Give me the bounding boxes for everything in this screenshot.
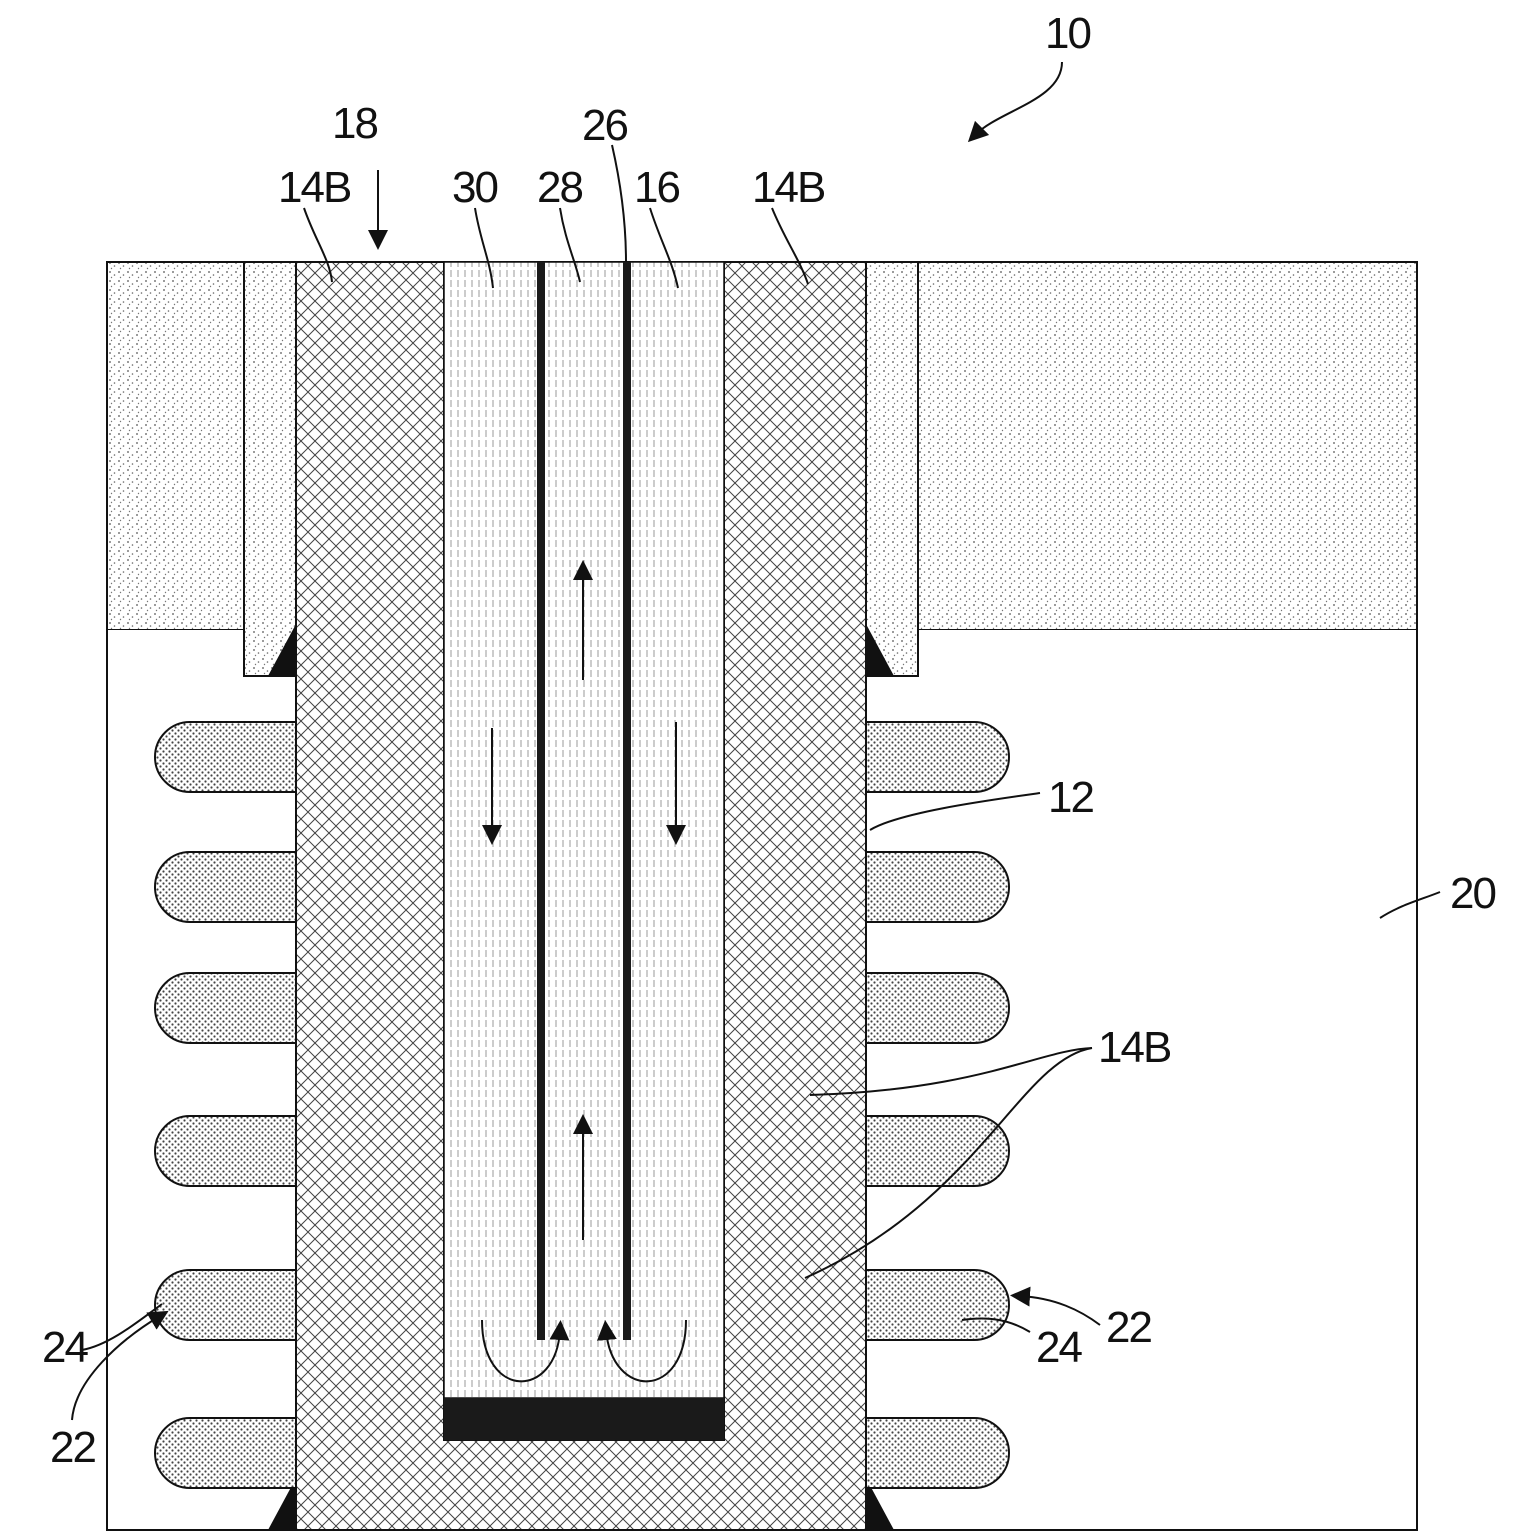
channel-bottom — [444, 1398, 724, 1440]
label-14b-top-right: 14B — [752, 163, 825, 212]
label-10: 10 — [1045, 9, 1090, 58]
label-24-right: 24 — [1036, 1323, 1082, 1372]
label-20: 20 — [1450, 869, 1495, 918]
label-24-left: 24 — [42, 1323, 88, 1372]
label-26: 26 — [582, 101, 627, 150]
collar-right — [866, 262, 918, 676]
label-22-right: 22 — [1106, 1303, 1151, 1352]
label-12: 12 — [1048, 773, 1093, 822]
label-14b-top-left: 14B — [278, 163, 351, 212]
label-28: 28 — [537, 163, 582, 212]
label-18: 18 — [332, 99, 377, 148]
label-14b-side: 14B — [1098, 1023, 1171, 1072]
label-30: 30 — [452, 163, 497, 212]
inner-wall-26 — [623, 262, 631, 1340]
collar-left — [244, 262, 296, 676]
label-22-left: 22 — [50, 1423, 95, 1472]
inner-wall-28 — [537, 262, 545, 1340]
label-16: 16 — [634, 163, 679, 212]
